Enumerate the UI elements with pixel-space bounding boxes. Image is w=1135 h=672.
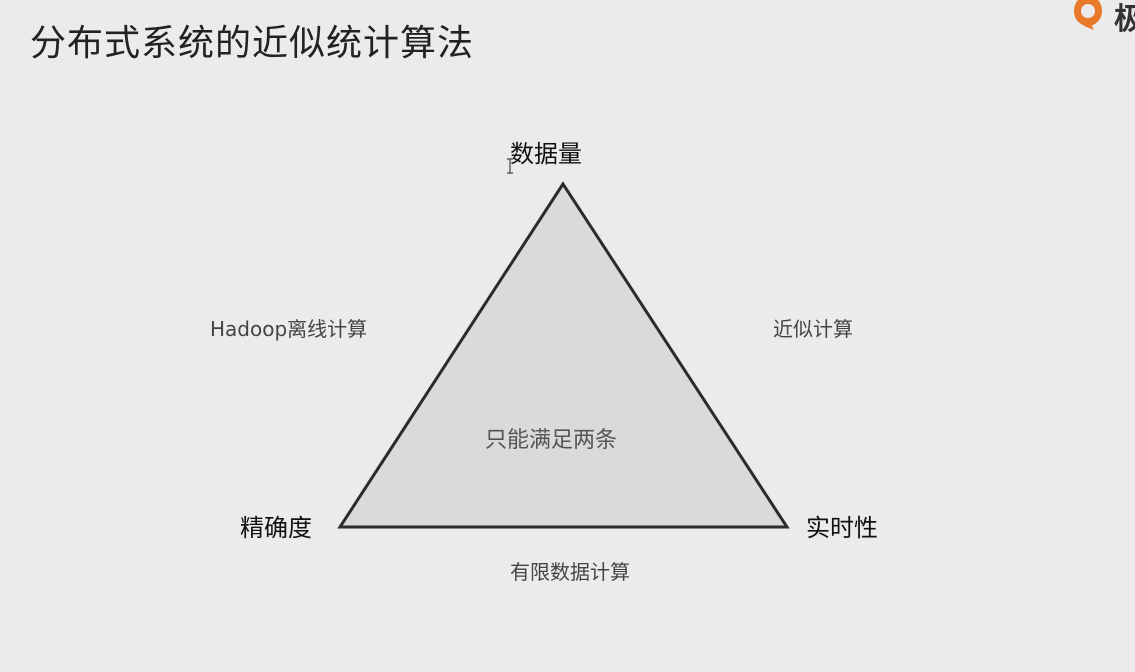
slide-title: 分布式系统的近似统计算法	[30, 23, 475, 64]
edge-label-limited-data: 有限数据计算	[510, 560, 630, 584]
vertex-label-real-time: 实时性	[806, 514, 878, 542]
text-cursor-icon	[507, 158, 513, 174]
brand-logo: 极	[1068, 0, 1135, 40]
edge-label-hadoop-offline: Hadoop离线计算	[210, 317, 368, 341]
center-label-only-two: 只能满足两条	[485, 428, 618, 453]
vertex-label-data-volume: 数据量	[510, 140, 582, 168]
logo-icon	[1074, 0, 1102, 30]
edge-label-approximate: 近似计算	[773, 317, 853, 341]
vertex-label-accuracy: 精确度	[240, 514, 312, 542]
logo-text: 极	[1114, 2, 1135, 37]
tradeoff-triangle	[337, 181, 790, 529]
